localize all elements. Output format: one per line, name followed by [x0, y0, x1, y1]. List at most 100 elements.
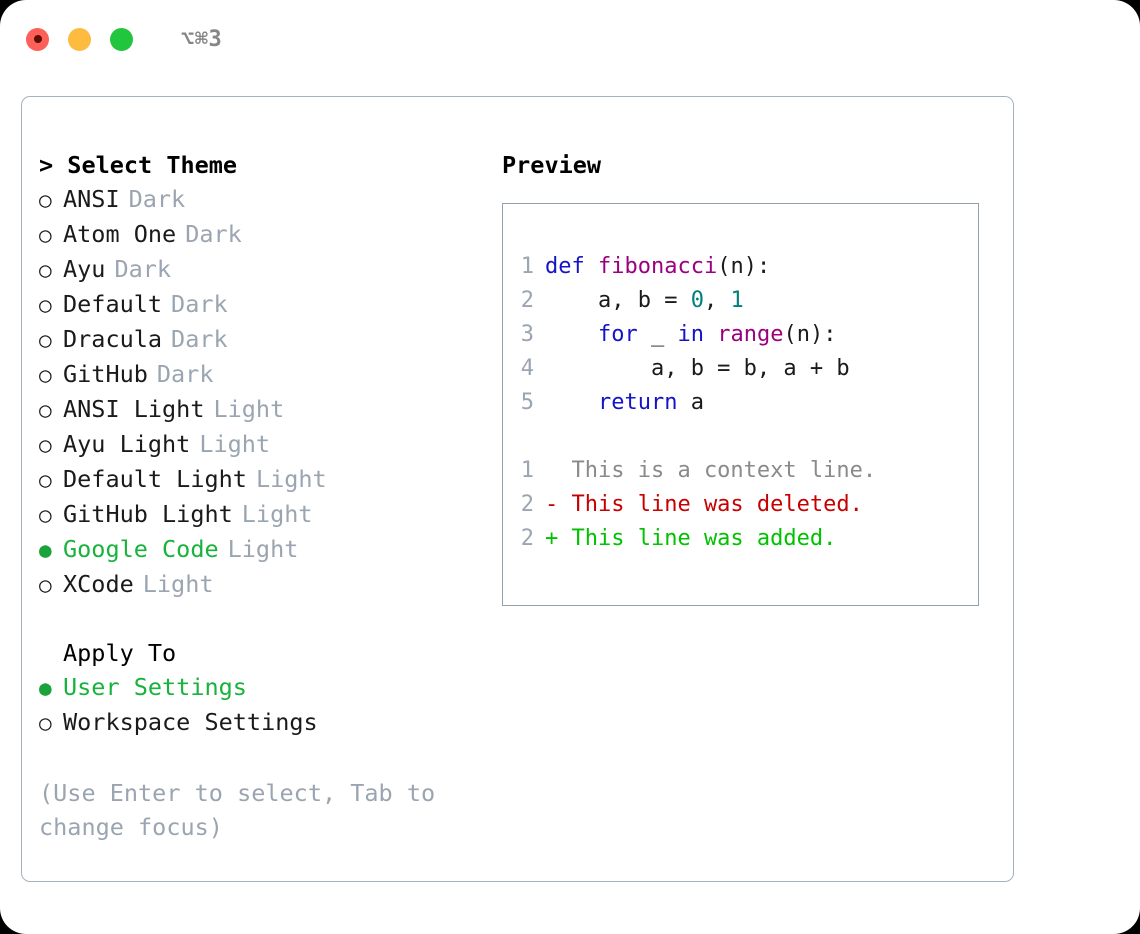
- theme-option-tag: Dark: [114, 255, 172, 283]
- theme-option-label: ANSI Light: [63, 395, 205, 423]
- theme-option-tag: Light: [213, 395, 285, 423]
- preview-box: 1 def fibonacci(n): 2 a, b = 0, 1 3 for _ i…: [502, 203, 979, 606]
- token-pun: a, b =: [545, 288, 691, 313]
- code-text: a, b = 0, 1: [545, 284, 744, 318]
- title-bar: ⌥⌘3: [0, 0, 1140, 78]
- theme-option-ansi-light[interactable]: ○ ANSI Light Light: [39, 392, 492, 427]
- maximize-button[interactable]: [110, 27, 133, 51]
- radio-unselected-icon: ○: [39, 503, 52, 527]
- theme-option-ayu-light[interactable]: ○ Ayu Light Light: [39, 427, 492, 462]
- preview-title: Preview: [502, 151, 602, 179]
- theme-option-label: Google Code: [63, 535, 219, 563]
- theme-option-label: Ayu: [63, 255, 106, 283]
- theme-option-label: ANSI: [63, 185, 120, 213]
- theme-option-label: Default Light: [63, 465, 247, 493]
- theme-option-label: GitHub Light: [63, 500, 233, 528]
- diff-text: + This line was added.: [545, 526, 837, 551]
- minimize-button[interactable]: [68, 27, 91, 51]
- line-number: 1: [520, 458, 534, 483]
- window-controls: [26, 27, 133, 51]
- token-pun: a, b = b, a + b: [545, 356, 850, 381]
- code-line: 5 return a: [503, 386, 978, 420]
- radio-unselected-icon: ○: [39, 293, 52, 317]
- line-number: 5: [520, 390, 534, 415]
- theme-option-tag: Light: [142, 570, 214, 598]
- line-number: 1: [520, 254, 534, 279]
- preview-column: Preview 1 def fibonacci(n): 2 a, b = 0, 1 3…: [492, 97, 1013, 881]
- diff-sample: 1 This is a context line.2- This line wa…: [503, 454, 978, 556]
- token-pun: ,: [703, 288, 731, 313]
- radio-unselected-icon: ○: [39, 468, 52, 492]
- theme-option-atom-one[interactable]: ○ Atom One Dark: [39, 217, 492, 252]
- theme-option-tag: Light: [227, 535, 299, 563]
- token-pun: (n):: [783, 322, 837, 347]
- theme-option-label: Atom One: [63, 220, 177, 248]
- close-button[interactable]: [26, 27, 49, 51]
- theme-option-default-light[interactable]: ○ Default Light Light: [39, 462, 492, 497]
- list-spacer: [39, 602, 492, 636]
- token-pun: [545, 322, 598, 347]
- token-kw: return: [597, 390, 678, 415]
- code-line: 1 def fibonacci(n):: [503, 250, 978, 284]
- radio-unselected-icon: ○: [39, 223, 52, 247]
- theme-option-dracula[interactable]: ○ Dracula Dark: [39, 322, 492, 357]
- token-fn: fibonacci: [598, 254, 718, 279]
- theme-option-label: Ayu Light: [63, 430, 191, 458]
- theme-option-github-light[interactable]: ○ GitHub Light Light: [39, 497, 492, 532]
- radio-unselected-icon: ○: [39, 398, 52, 422]
- theme-option-label: Dracula: [63, 325, 163, 353]
- theme-option-tag: Dark: [171, 325, 228, 353]
- token-pun: [545, 390, 598, 415]
- theme-option-tag: Light: [241, 500, 313, 528]
- theme-option-tag: Light: [255, 465, 327, 493]
- token-pun: (n):: [717, 254, 771, 279]
- line-number: 3: [520, 322, 534, 347]
- token-pun: _: [637, 322, 678, 347]
- theme-option-tag: Dark: [128, 185, 186, 213]
- token-kw: for: [597, 322, 638, 347]
- line-number: 2: [520, 288, 534, 313]
- radio-unselected-icon: ○: [39, 433, 52, 457]
- theme-option-default[interactable]: ○ Default Dark: [39, 287, 492, 322]
- apply-option-user-settings[interactable]: ● User Settings: [39, 670, 492, 705]
- token-fn: range: [717, 322, 784, 347]
- radio-selected-icon: ●: [39, 538, 52, 562]
- code-text: def fibonacci(n):: [545, 250, 770, 284]
- theme-option-label: XCode: [63, 570, 134, 598]
- theme-option-google-code[interactable]: ● Google Code Light: [39, 532, 492, 567]
- apply-option-label: User Settings: [63, 673, 247, 701]
- code-diff-gap: [503, 420, 978, 454]
- line-number: 2: [520, 492, 534, 517]
- shortcut-label: ⌥⌘3: [181, 26, 223, 52]
- token-kw: in: [677, 322, 704, 347]
- theme-option-tag: Dark: [185, 220, 242, 248]
- radio-selected-icon: ●: [39, 676, 52, 700]
- line-number: 2: [520, 526, 534, 551]
- apply-option-workspace-settings[interactable]: ○Workspace Settings: [39, 705, 492, 740]
- theme-option-xcode[interactable]: ○ XCode Light: [39, 567, 492, 602]
- code-sample: 1 def fibonacci(n): 2 a, b = 0, 1 3 for _ i…: [503, 250, 978, 420]
- apply-option-label: Workspace Settings: [63, 708, 318, 736]
- radio-unselected-icon: ○: [39, 328, 52, 352]
- diff-line-del: 2- This line was deleted.: [503, 488, 978, 522]
- diff-text: This is a context line.: [545, 458, 877, 483]
- token-pun: [704, 322, 717, 347]
- diff-line-ctx: 1 This is a context line.: [503, 454, 978, 488]
- apply-to-option-list: ● User Settings ○Workspace Settings: [39, 670, 492, 740]
- theme-option-tag: Light: [199, 430, 271, 458]
- theme-option-tag: Dark: [171, 290, 228, 318]
- radio-unselected-icon: ○: [39, 363, 52, 387]
- token-pun: a: [677, 390, 704, 415]
- keyboard-hint: (Use Enter to select, Tab to change focu…: [39, 779, 436, 841]
- radio-unselected-icon: ○: [39, 573, 52, 597]
- code-text: return a: [545, 386, 704, 420]
- theme-option-label: Default: [63, 290, 163, 318]
- token-num: 1: [730, 288, 744, 313]
